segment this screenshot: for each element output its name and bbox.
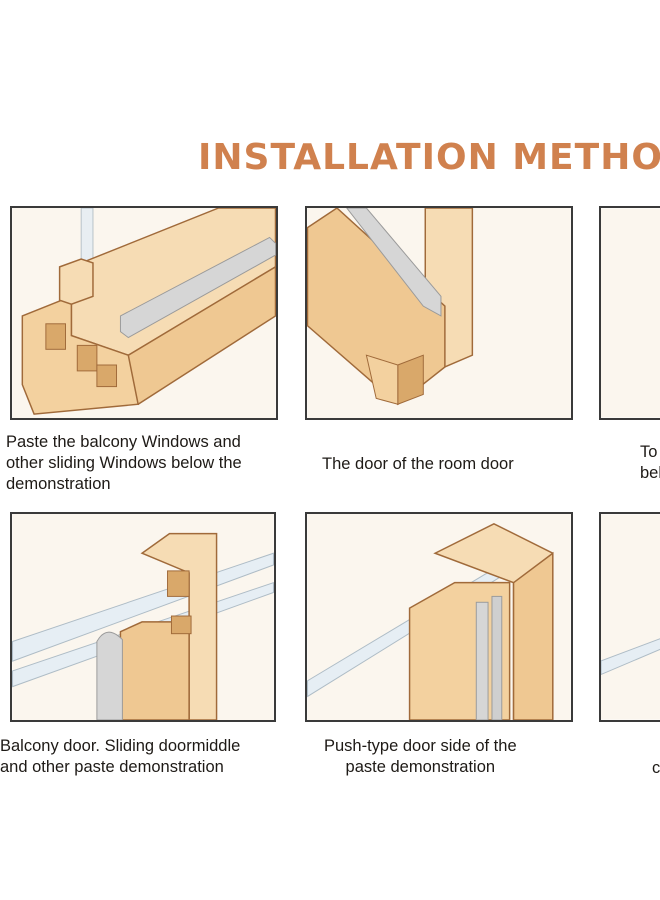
push-door-illustration bbox=[307, 514, 571, 720]
panel-push-door bbox=[305, 512, 573, 722]
caption-balcony-door: Balcony door. Sliding doormiddle and oth… bbox=[0, 737, 241, 776]
panel-balcony-door bbox=[10, 512, 276, 722]
window-track-illustration bbox=[12, 208, 276, 418]
caption-cropped-bottom: c bbox=[652, 759, 660, 777]
panel-cropped-bottom bbox=[599, 512, 660, 722]
cropped-bottom-illustration bbox=[601, 514, 660, 720]
caption-cropped-top: To belo bbox=[640, 443, 660, 482]
caption-room-door: The door of the room door bbox=[322, 455, 514, 473]
panel-balcony-window bbox=[10, 206, 278, 420]
panel-room-door bbox=[305, 206, 573, 420]
room-door-illustration bbox=[307, 208, 571, 418]
panel-cropped-top bbox=[599, 206, 660, 420]
balcony-door-illustration bbox=[12, 514, 274, 720]
cropped-illustration bbox=[601, 208, 660, 418]
caption-push-door: Push-type door side of the paste demonst… bbox=[324, 737, 517, 776]
page-title: INSTALLATION METHO bbox=[198, 137, 660, 178]
caption-balcony-window: Paste the balcony Windows and other slid… bbox=[6, 433, 242, 493]
